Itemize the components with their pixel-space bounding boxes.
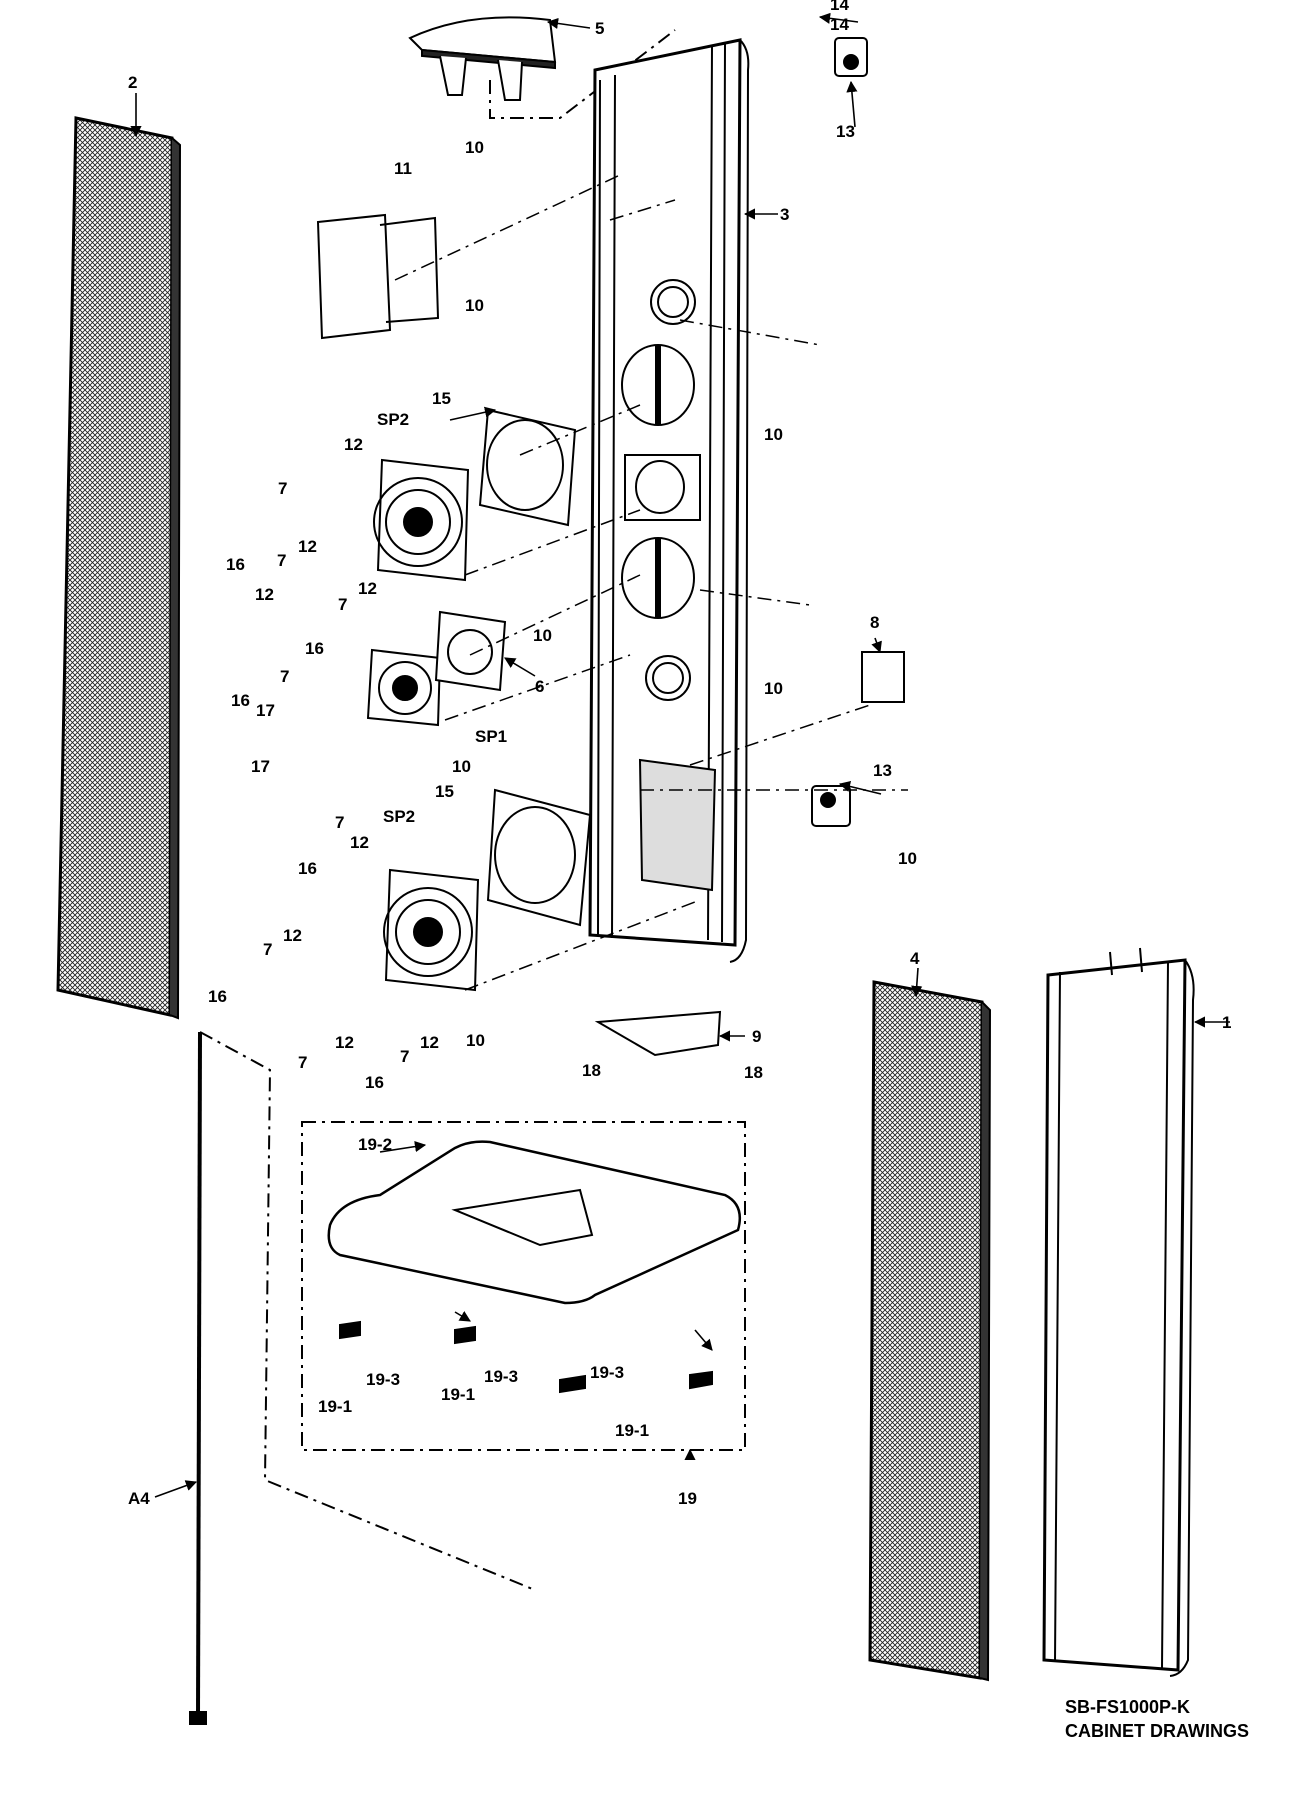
callout-13: 13 (836, 122, 855, 141)
callout-10: 10 (452, 757, 471, 776)
drawing-caption: SB-FS1000P-K CABINET DRAWINGS (1065, 1695, 1249, 1743)
callout-10: 10 (764, 679, 783, 698)
callout-10: 10 (466, 1031, 485, 1050)
callout-16: 16 (305, 639, 324, 658)
callout-leaders (130, 12, 1230, 1498)
callout-10: 10 (898, 849, 917, 868)
callout-4: 4 (910, 949, 920, 968)
rod-a4 (189, 1031, 536, 1725)
baffle-lower (486, 788, 592, 927)
callout-12: 12 (350, 833, 369, 852)
callout-16: 16 (231, 691, 250, 710)
callout-10: 10 (764, 425, 783, 444)
callout-19-1: 19-1 (441, 1385, 475, 1404)
callout-16: 16 (226, 555, 245, 574)
callout-19-3: 19-3 (590, 1363, 624, 1382)
callout-19: 19 (678, 1489, 697, 1508)
label-sheet-8 (861, 651, 905, 703)
callout-6: 6 (535, 677, 544, 696)
base-assembly (301, 1121, 746, 1451)
callout-7: 7 (338, 595, 347, 614)
terminal-13-top (834, 37, 868, 77)
callout-15: 15 (435, 782, 454, 801)
callout-12: 12 (298, 537, 317, 556)
callout-7: 7 (278, 479, 287, 498)
drawing-title: CABINET DRAWINGS (1065, 1721, 1249, 1741)
callout-16: 16 (298, 859, 317, 878)
bottom-plate-9 (594, 1010, 722, 1057)
callout-17: 17 (256, 701, 275, 720)
callout-sp2: SP2 (383, 807, 415, 826)
callout-12: 12 (344, 435, 363, 454)
gasket-6 (434, 610, 507, 692)
callout-12: 12 (283, 926, 302, 945)
callout-9: 9 (752, 1027, 761, 1046)
callout-16: 16 (208, 987, 227, 1006)
callout-7: 7 (280, 667, 289, 686)
callout-a4: A4 (128, 1489, 150, 1508)
baffle-upper (478, 408, 577, 527)
woofer-sp2-upper (373, 458, 470, 582)
callout-1: 1 (1222, 1013, 1231, 1032)
top-cap (408, 16, 557, 101)
callout-19-3: 19-3 (484, 1367, 518, 1386)
model-number: SB-FS1000P-K (1065, 1697, 1191, 1717)
callout-labels: 1 2 3 4 5 6 7 7 7 7 7 7 7 7 8 9 10 10 10… (128, 0, 1231, 1508)
absorber-pads (316, 213, 440, 340)
callout-7: 7 (298, 1053, 307, 1072)
callout-19-3: 19-3 (366, 1370, 400, 1389)
callout-10: 10 (465, 138, 484, 157)
woofer-sp2-lower (383, 868, 480, 992)
callout-19-1: 19-1 (318, 1397, 352, 1416)
callout-14: 14 (830, 0, 849, 14)
callout-12: 12 (420, 1033, 439, 1052)
callout-8: 8 (870, 613, 879, 632)
callout-18: 18 (582, 1061, 601, 1080)
rear-cabinet (1042, 947, 1195, 1677)
callout-10: 10 (465, 296, 484, 315)
callout-12: 12 (358, 579, 377, 598)
callout-7: 7 (400, 1047, 409, 1066)
callout-13: 13 (873, 761, 892, 780)
callout-7: 7 (277, 551, 286, 570)
callout-2: 2 (128, 73, 137, 92)
callout-sp1: SP1 (475, 727, 507, 746)
callout-12: 12 (335, 1033, 354, 1052)
callout-3: 3 (780, 205, 789, 224)
front-grille-right (868, 980, 992, 1682)
callout-18: 18 (744, 1063, 763, 1082)
terminal-13-lower (811, 785, 851, 827)
callout-19-1: 19-1 (615, 1421, 649, 1440)
callout-10: 10 (533, 626, 552, 645)
callout-11: 11 (394, 159, 412, 178)
callout-16: 16 (365, 1073, 384, 1092)
callout-15: 15 (432, 389, 451, 408)
callout-7: 7 (263, 940, 272, 959)
tweeter-sp1 (366, 648, 442, 727)
callout-19-2: 19-2 (358, 1135, 392, 1154)
callout-14: 14 (830, 15, 849, 34)
main-cabinet (588, 38, 750, 963)
callout-7: 7 (335, 813, 344, 832)
front-grille-left (56, 116, 182, 1020)
callout-17: 17 (251, 757, 270, 776)
callout-sp2: SP2 (377, 410, 409, 429)
callout-12: 12 (255, 585, 274, 604)
callout-5: 5 (595, 19, 604, 38)
